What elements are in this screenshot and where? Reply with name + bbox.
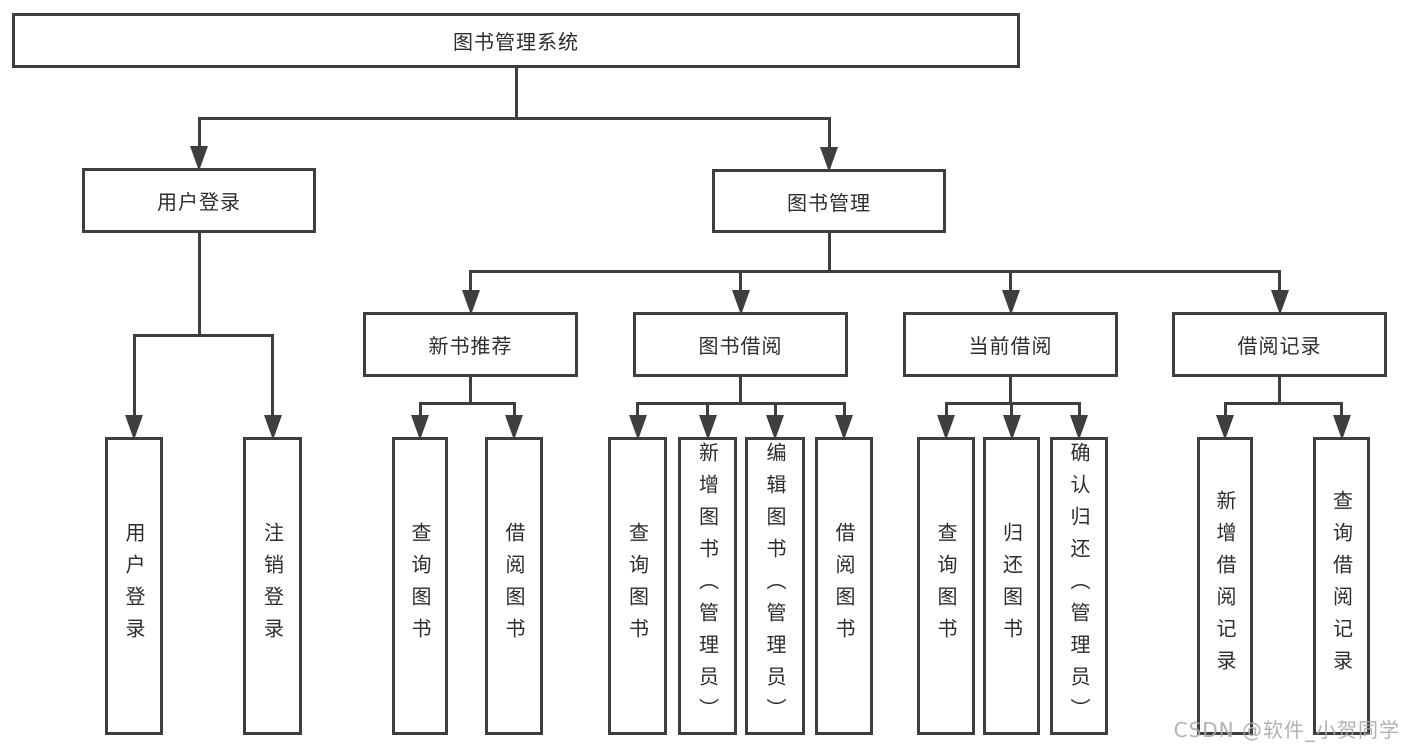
- node-label: 新增图书（管理员）: [695, 442, 720, 730]
- connector-line: [197, 118, 201, 151]
- node-label: 查询图书: [625, 522, 650, 650]
- connector-line: [827, 233, 831, 273]
- node-label: 用户登录: [157, 190, 241, 214]
- node-label: 新增借阅记录: [1213, 490, 1237, 682]
- node-v-query-book-3: 查询图书: [917, 437, 975, 735]
- connector-line: [469, 377, 472, 405]
- node-label: 查询图书: [934, 522, 958, 650]
- node-label: 查询借阅记录: [1329, 490, 1354, 682]
- node-v-add-record: 新增借阅记录: [1197, 437, 1253, 735]
- node-label: 图书管理: [787, 190, 871, 215]
- node-v-borrow-book-2: 借阅图书: [815, 437, 873, 735]
- node-v-query-book-2: 查询图书: [608, 437, 667, 735]
- node-label: 借阅图书: [832, 522, 856, 650]
- connector-line: [1278, 377, 1281, 405]
- connector-line: [1223, 403, 1227, 420]
- arrow-down-icon: [1270, 290, 1289, 315]
- connector-line: [706, 403, 709, 420]
- connector-line: [827, 118, 831, 152]
- node-label: 用户登录: [122, 522, 146, 650]
- node-v-add-book: 新增图书（管理员）: [678, 437, 737, 735]
- node-label: 新书推荐: [428, 334, 513, 358]
- connector-line: [1077, 403, 1081, 420]
- node-user-login-group: 用户登录: [82, 168, 316, 233]
- arrow-down-icon: [1070, 415, 1088, 440]
- node-book-borrow: 图书借阅: [633, 312, 848, 377]
- connector-line: [132, 335, 136, 420]
- node-label: 借阅图书: [502, 522, 526, 650]
- node-label: 注销登录: [260, 522, 285, 650]
- arrow-down-icon: [1002, 415, 1021, 440]
- node-label: 查询图书: [408, 522, 432, 650]
- node-label: 图书管理系统: [453, 30, 579, 54]
- node-v-logout: 注销登录: [243, 437, 302, 735]
- node-v-query-book-1: 查询图书: [392, 437, 448, 735]
- connector-line: [1278, 271, 1281, 295]
- connector-line: [636, 401, 846, 405]
- connector-line: [514, 68, 518, 120]
- connector-line: [1009, 377, 1012, 405]
- connector-line: [636, 403, 639, 420]
- connector-line: [739, 377, 742, 405]
- connector-line: [512, 403, 516, 420]
- connector-line: [271, 335, 274, 420]
- node-v-user-login: 用户登录: [105, 437, 163, 735]
- node-book-mgmt: 图书管理: [712, 169, 946, 233]
- node-v-edit-book: 编辑图书（管理员）: [745, 437, 805, 735]
- arrow-down-icon: [505, 415, 523, 440]
- node-v-borrow-book-1: 借阅图书: [485, 437, 543, 735]
- node-v-return-book: 归还图书: [983, 437, 1040, 735]
- arrow-down-icon: [411, 415, 429, 440]
- arrow-down-icon: [1216, 415, 1234, 440]
- arrow-down-icon: [461, 290, 480, 315]
- node-label: 借阅记录: [1237, 334, 1322, 358]
- arrow-down-icon: [1001, 290, 1020, 315]
- connector-line: [1010, 403, 1013, 420]
- connector-line: [418, 401, 516, 405]
- connector-line: [469, 269, 1281, 273]
- connector-line: [739, 271, 742, 295]
- arrow-down-icon: [937, 415, 955, 440]
- connector-line: [1340, 403, 1343, 420]
- connector-line: [469, 271, 472, 295]
- node-label: 当前借阅: [968, 334, 1053, 358]
- connector-line: [944, 403, 948, 420]
- arrow-down-icon: [263, 415, 282, 440]
- arrow-down-icon: [766, 415, 784, 440]
- arrow-down-icon: [835, 415, 853, 440]
- node-label: 归还图书: [999, 522, 1024, 650]
- node-v-query-record: 查询借阅记录: [1313, 437, 1370, 735]
- node-current-borrow: 当前借阅: [903, 312, 1118, 377]
- arrow-down-icon: [731, 290, 750, 315]
- arrow-down-icon: [698, 415, 717, 440]
- node-label: 编辑图书（管理员）: [763, 442, 787, 730]
- arrow-down-icon: [628, 415, 647, 440]
- node-root: 图书管理系统: [12, 13, 1020, 68]
- node-v-confirm-return: 确认归还（管理员）: [1050, 437, 1108, 735]
- connector-line: [842, 403, 846, 420]
- connector-line: [1223, 401, 1343, 405]
- arrow-down-icon: [1332, 415, 1351, 440]
- connector-line: [132, 333, 274, 337]
- connector-line: [197, 233, 201, 337]
- connector-line: [197, 116, 831, 120]
- csdn-watermark: CSDN @软件_小贺同学: [1173, 718, 1400, 742]
- node-borrow-records: 借阅记录: [1172, 312, 1387, 377]
- connector-line: [1009, 271, 1012, 295]
- connector-line: [773, 403, 777, 420]
- node-new-book-rec: 新书推荐: [363, 312, 578, 377]
- arrow-down-icon: [190, 146, 208, 171]
- arrow-down-icon: [820, 147, 838, 172]
- node-label: 图书借阅: [698, 334, 783, 358]
- connector-line: [418, 403, 422, 420]
- node-label: 确认归还（管理员）: [1067, 442, 1091, 730]
- arrow-down-icon: [125, 415, 143, 440]
